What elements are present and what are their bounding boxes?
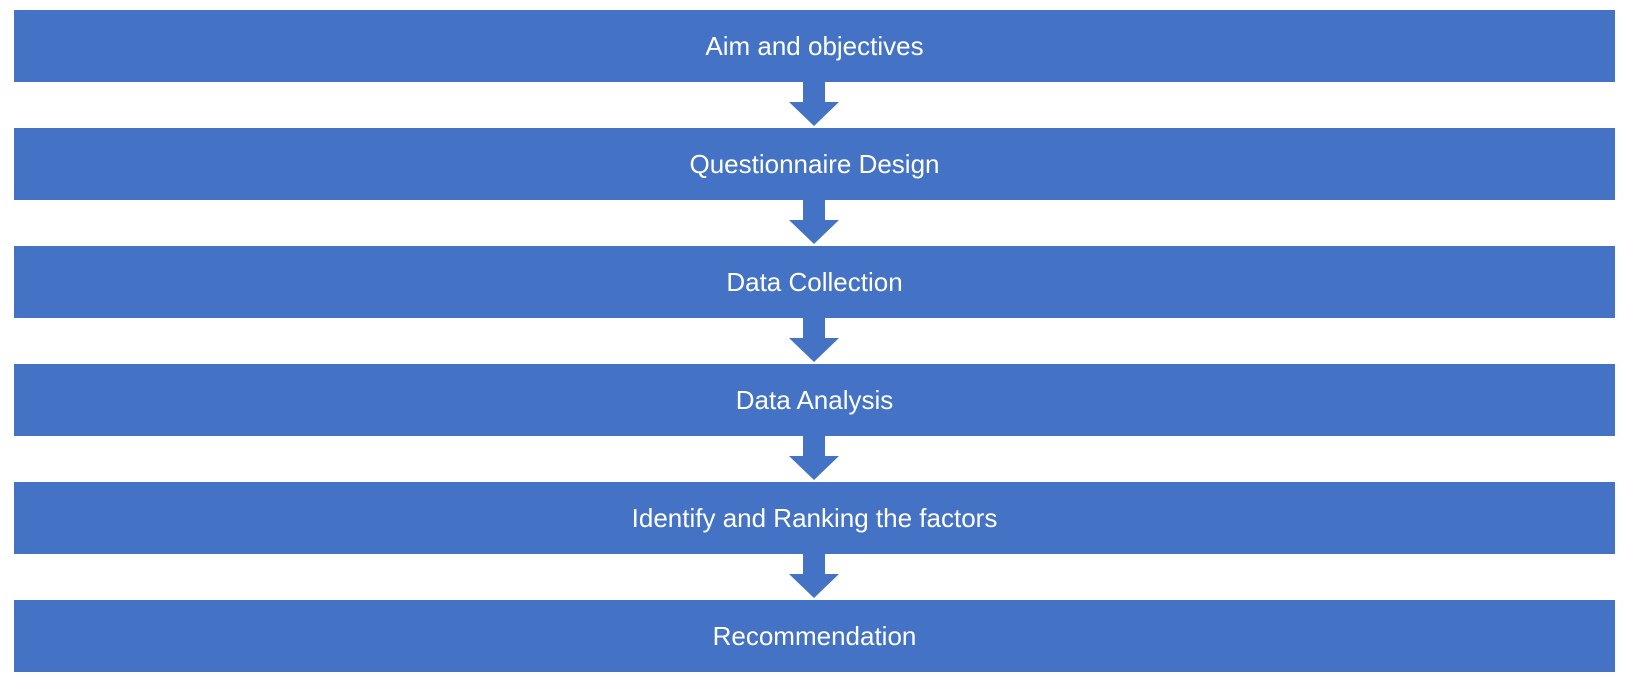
down-arrow-icon [789, 436, 839, 480]
step-data-analysis: Data Analysis [14, 364, 1615, 436]
step-identify-and-ranking: Identify and Ranking the factors [14, 482, 1615, 554]
step-recommendation: Recommendation [14, 600, 1615, 672]
down-arrow-icon [789, 554, 839, 598]
step-label: Data Analysis [735, 384, 894, 415]
step-label: Recommendation [712, 620, 917, 651]
down-arrow-icon [789, 82, 839, 126]
step-data-collection: Data Collection [14, 246, 1615, 318]
down-arrow-icon [789, 318, 839, 362]
step-aim-and-objectives: Aim and objectives [14, 10, 1615, 82]
step-questionnaire-design: Questionnaire Design [14, 128, 1615, 200]
step-label: Aim and objectives [705, 30, 924, 61]
step-label: Questionnaire Design [689, 148, 940, 179]
step-label: Data Collection [726, 266, 903, 297]
down-arrow-icon [789, 200, 839, 244]
step-label: Identify and Ranking the factors [631, 502, 998, 533]
